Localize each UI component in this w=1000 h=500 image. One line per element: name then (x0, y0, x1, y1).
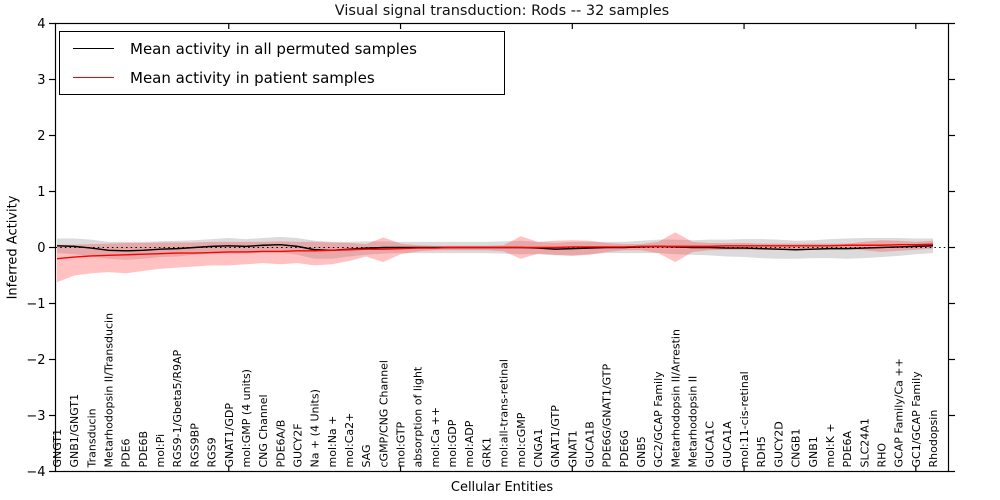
x-tick-label: mol:GMP (4 units) (240, 369, 253, 467)
x-axis-title: Cellular Entities (450, 480, 554, 495)
x-tick-label: Transducin (85, 408, 98, 468)
x-tick-label: GNAT1/GTP (549, 405, 562, 468)
x-tick-label: PDE6A/B (274, 420, 287, 468)
y-tick-label: 0 (37, 241, 45, 256)
x-tick-label: GUCA1C (704, 421, 717, 468)
x-tick-label: CNGB1 (790, 429, 803, 468)
x-tick-label: mol:GDP (446, 419, 459, 467)
x-tick-label: PDE6A (841, 430, 854, 467)
x-tick-label: mol:K + (824, 423, 837, 467)
y-tick-label: −1 (26, 297, 45, 312)
patient-mean-line (56, 243, 934, 260)
x-tick-label: PDE6G/GNAT1/GTP (601, 364, 614, 468)
x-tick-label: Na + (4 Units) (309, 389, 322, 467)
x-tick-label: Rhodopsin (927, 410, 940, 468)
x-tick-label: GC1/GCAP Family (910, 371, 923, 468)
x-tick-label: absorption of light (412, 366, 425, 467)
y-tick-label: −2 (26, 353, 45, 368)
x-tick-label: RHO (875, 443, 888, 468)
x-tick-label: RDH5 (755, 436, 768, 467)
x-tick-label: mol:ADP (463, 420, 476, 467)
x-tick-label: mol:11-cis-retinal (738, 371, 751, 467)
x-tick-label: mol:Ca ++ (429, 407, 442, 468)
x-tick-label: SAG (360, 444, 373, 467)
x-tick-label: CNGA1 (532, 429, 545, 468)
x-tick-label: GNAT1 (566, 430, 579, 467)
x-tick-label: PDE6G (618, 430, 631, 468)
x-tick-label: mol:GTP (395, 421, 408, 467)
legend-label-patient: Mean activity in patient samples (130, 68, 375, 87)
x-tick-label: GNGT1 (51, 429, 64, 468)
legend-label-permuted: Mean activity in all permuted samples (130, 39, 417, 58)
y-tick-label: −3 (26, 409, 45, 424)
x-tick-label: RGS9 (206, 437, 219, 467)
y-tick-label: 3 (37, 73, 45, 88)
x-tick-label: Metarhodopsin II/Arrestin (669, 329, 682, 467)
x-tick-label: RGS9-1/Gbeta5/R9AP (171, 349, 184, 467)
x-tick-label: GC2/GCAP Family (652, 371, 665, 468)
x-tick-label: GNB1 (807, 436, 820, 467)
x-tick-label: PDE6B (137, 431, 150, 468)
x-tick-label: GNB1/GNGT1 (68, 394, 81, 468)
x-tick-label: mol:all-trans-retinal (498, 359, 511, 467)
x-tick-label: mol:Pi (154, 434, 167, 468)
legend: Mean activity in all permuted samples Me… (59, 31, 505, 95)
x-tick-label: Metarhodopsin II/Transducin (103, 313, 116, 468)
legend-item-patient: Mean activity in patient samples (60, 64, 504, 92)
x-tick-label: GUCY2F (291, 423, 304, 467)
permuted-std-band (57, 236, 933, 260)
y-tick-label: 2 (37, 129, 45, 144)
x-tick-label: GUCA1B (583, 421, 596, 467)
chart-title: Visual signal transduction: Rods -- 32 s… (334, 3, 670, 19)
y-tick-label: −4 (26, 465, 45, 480)
x-tick-label: GNAT1/GDP (223, 403, 236, 468)
legend-item-permuted: Mean activity in all permuted samples (60, 35, 504, 63)
y-axis-title: Inferred Activity (5, 195, 21, 300)
x-tick-label: GNB5 (635, 436, 648, 467)
x-tick-label: Metarhodopsin II (687, 376, 700, 468)
x-tick-label: cGMP/CNG Channel (377, 360, 390, 468)
y-tick-label: 4 (37, 17, 45, 32)
x-tick-label: CNG Channel (257, 394, 270, 467)
x-tick-label: mol:Na + (326, 416, 339, 468)
x-tick-label: GUCY2D (772, 421, 785, 467)
x-tick-label: GRK1 (480, 437, 493, 467)
permuted-line-swatch (73, 48, 114, 49)
patient-line-swatch (73, 77, 114, 78)
x-tick-label: SLC24A1 (858, 418, 871, 467)
x-tick-label: GCAP Family/Ca ++ (893, 358, 906, 467)
y-tick-label: 1 (37, 185, 45, 200)
x-tick-label: RGS9BP (188, 423, 201, 468)
x-tick-label: mol:cGMP (515, 412, 528, 467)
x-tick-label: GUCA1A (721, 421, 734, 468)
x-tick-label: mol:Ca2+ (343, 413, 356, 468)
x-tick-label: PDE6 (120, 438, 133, 467)
